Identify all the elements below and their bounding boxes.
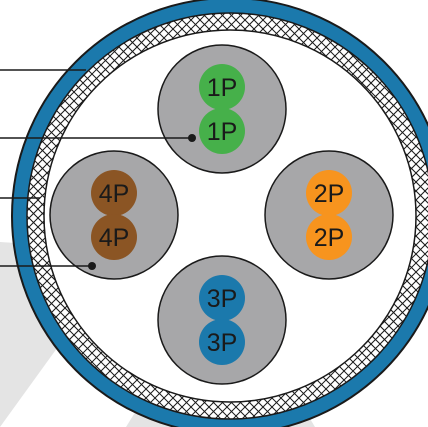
- pair-3-label-1: 3P: [207, 285, 238, 313]
- pair-1-label-2: 1P: [207, 118, 238, 146]
- leader-line-conductor-dot: [188, 134, 196, 142]
- pair-1: 1P 1P: [157, 44, 287, 174]
- pair-4-label-2: 4P: [99, 224, 130, 252]
- leader-lines: [0, 69, 196, 270]
- pair-1-conductor-2: [199, 108, 245, 154]
- leader-line-pair-shield-dot: [88, 262, 96, 270]
- pair-3: 3P 3P: [157, 255, 287, 385]
- pair-2: 2P 2P: [264, 150, 394, 280]
- pair-1-conductor-1: [199, 64, 245, 110]
- pair-2-conductor-2: [306, 214, 352, 260]
- cable-core: [43, 29, 417, 403]
- pair-4: 4P 4P: [49, 150, 179, 280]
- pair-2-label-1: 2P: [314, 180, 345, 208]
- pair-1-label-1: 1P: [207, 74, 238, 102]
- pair-4-conductor-1: [91, 170, 137, 216]
- pair-3-conductor-2: [199, 319, 245, 365]
- pair-2-label-2: 2P: [314, 224, 345, 252]
- pair-3-label-2: 3P: [207, 329, 238, 357]
- twisted-pairs: 1P 1P 2P 2P 3P 3P 4P 4P: [49, 44, 394, 385]
- pair-2-conductor-1: [306, 170, 352, 216]
- pair-4-label-1: 4P: [99, 180, 130, 208]
- pair-4-conductor-2: [91, 214, 137, 260]
- pair-3-conductor-1: [199, 275, 245, 321]
